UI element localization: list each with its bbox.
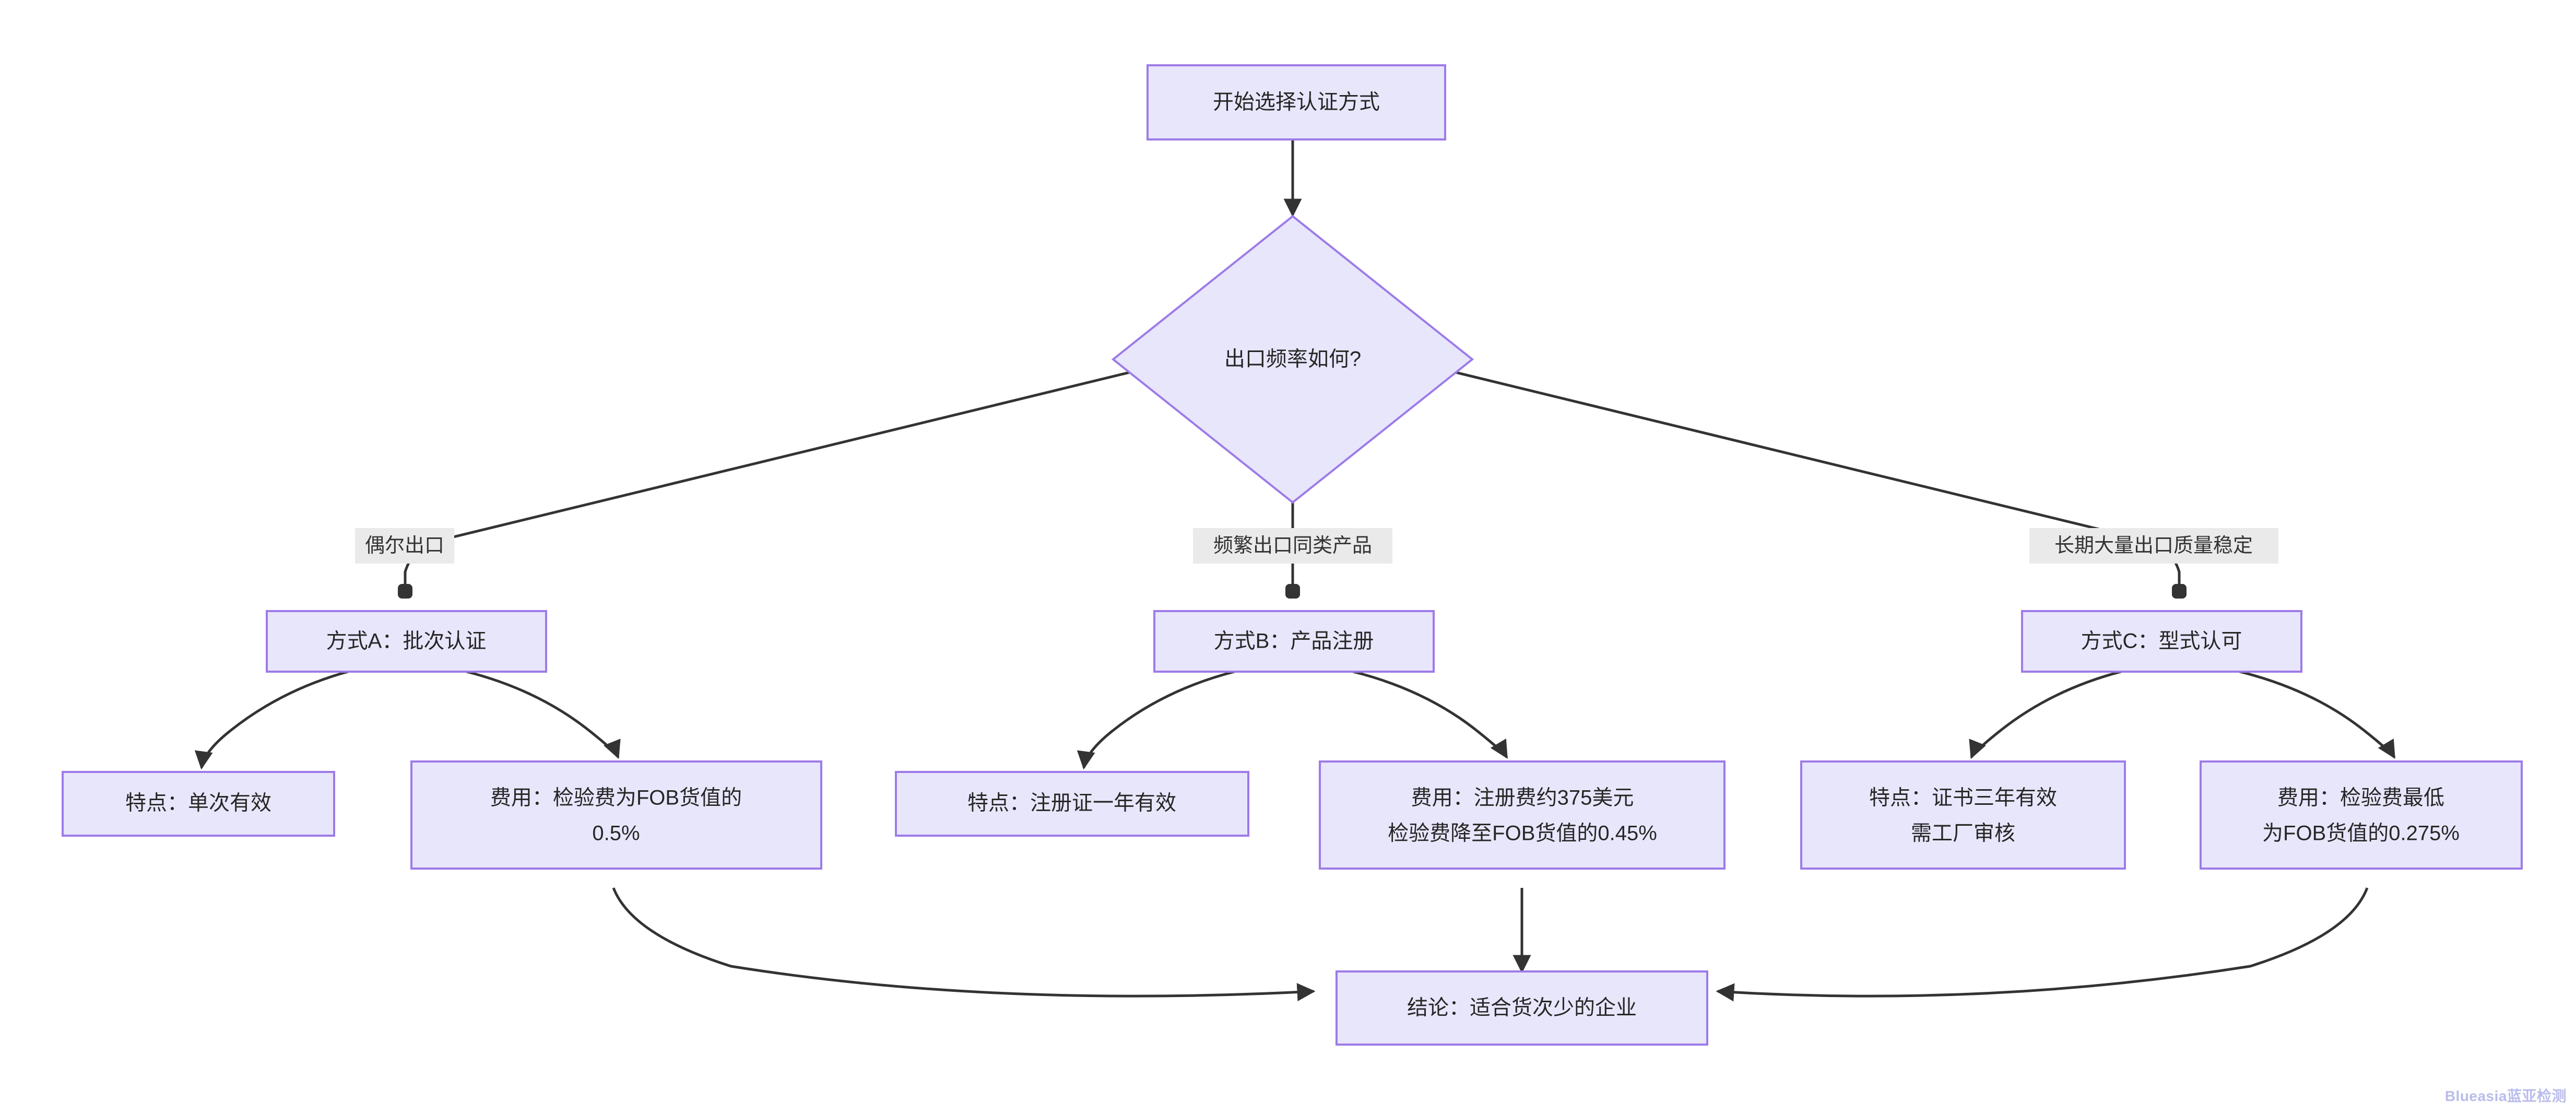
node-c-feature[interactable]: 特点：证书三年有效 需工厂审核: [1800, 760, 2126, 870]
node-c-cost-line-2: 为FOB货值的0.275%: [2262, 822, 2460, 845]
node-b-feature-shape[interactable]: [895, 771, 1249, 837]
node-method-b-label: 方式B：产品注册: [1214, 630, 1374, 653]
node-decision[interactable]: 出口频率如何?: [1111, 215, 1474, 504]
node-conclusion-shape[interactable]: [1336, 970, 1708, 1046]
node-b-cost-line-1: 费用：注册费约375美元: [1411, 787, 1634, 810]
edge-label-longterm: 长期大量出口质量稳定: [2054, 535, 2253, 557]
node-b-cost-shape[interactable]: [1319, 760, 1726, 870]
node-method-c-label: 方式C：型式认可: [2081, 630, 2242, 653]
node-b-feature[interactable]: 特点：注册证一年有效: [895, 771, 1249, 837]
node-c-feature-shape[interactable]: [1800, 760, 2126, 870]
edge-endpoint-dots: [398, 584, 2187, 599]
edge-method-a-cost: [464, 670, 621, 759]
edge-dot-frequent: [1285, 584, 1300, 599]
edge-label-frequent-bg: [1193, 528, 1392, 564]
node-method-a-shape[interactable]: [266, 610, 547, 673]
edge-dot-longterm: [2172, 584, 2187, 599]
node-start[interactable]: 开始选择认证方式: [1147, 64, 1446, 140]
node-a-cost-line-2: 0.5%: [592, 822, 640, 845]
node-method-a[interactable]: 方式A：批次认证: [266, 610, 547, 673]
edge-c-cost-conclusion: [1716, 887, 2369, 1002]
node-a-cost[interactable]: 费用：检验费为FOB货值的 0.5%: [410, 760, 822, 870]
node-b-cost[interactable]: 费用：注册费约375美元 检验费降至FOB货值的0.45%: [1319, 760, 1726, 870]
node-a-feature[interactable]: 特点：单次有效: [62, 771, 335, 837]
edge-label-group: 偶尔出口 频繁出口同类产品 长期大量出口质量稳定: [355, 528, 2278, 564]
edge-method-b-feature: [1077, 670, 1237, 770]
edge-label-frequent: 频繁出口同类产品: [1213, 535, 1372, 557]
node-start-label: 开始选择认证方式: [1213, 91, 1380, 114]
edge-method-c-cost: [2237, 670, 2396, 759]
edge-decision-method-a: [404, 359, 1179, 591]
node-conclusion-label: 结论：适合货次少的企业: [1407, 997, 1637, 1020]
node-c-cost-shape[interactable]: [2200, 760, 2523, 870]
edge-label-occasional: 偶尔出口: [365, 535, 444, 557]
node-b-feature-label: 特点：注册证一年有效: [967, 792, 1176, 815]
node-c-feature-line-1: 特点：证书三年有效: [1869, 787, 2057, 810]
edge-method-a-feature: [194, 670, 350, 770]
node-decision-shape[interactable]: [1111, 215, 1474, 504]
edge-label-occasional-bg: [355, 528, 454, 564]
node-start-shape[interactable]: [1147, 64, 1446, 140]
edge-label-longterm-bg: [2029, 528, 2278, 564]
edge-dot-occasional: [398, 584, 412, 599]
node-c-feature-line-2: 需工厂审核: [1911, 822, 2015, 845]
node-a-feature-label: 特点：单次有效: [125, 792, 271, 815]
node-a-cost-line-1: 费用：检验费为FOB货值的: [490, 787, 742, 810]
edge-a-cost-conclusion: [612, 887, 1316, 1002]
node-c-cost[interactable]: 费用：检验费最低 为FOB货值的0.275%: [2200, 760, 2523, 870]
node-c-cost-line-1: 费用：检验费最低: [2277, 787, 2444, 810]
edge-method-b-cost: [1351, 670, 1508, 759]
edge-method-c-feature: [1969, 670, 2123, 759]
watermark-label: Blueasia蓝亚检测: [2444, 1088, 2567, 1104]
node-decision-label: 出口频率如何?: [1224, 348, 1361, 371]
node-a-cost-shape[interactable]: [410, 760, 822, 870]
node-method-b-shape[interactable]: [1153, 610, 1435, 673]
node-method-c[interactable]: 方式C：型式认可: [2021, 610, 2302, 673]
node-a-feature-shape[interactable]: [62, 771, 335, 837]
node-b-cost-line-2: 检验费降至FOB货值的0.45%: [1388, 822, 1657, 845]
node-method-b[interactable]: 方式B：产品注册: [1153, 610, 1435, 673]
node-conclusion[interactable]: 结论：适合货次少的企业: [1336, 970, 1708, 1046]
node-method-a-label: 方式A：批次认证: [326, 630, 487, 653]
node-method-c-shape[interactable]: [2021, 610, 2302, 673]
